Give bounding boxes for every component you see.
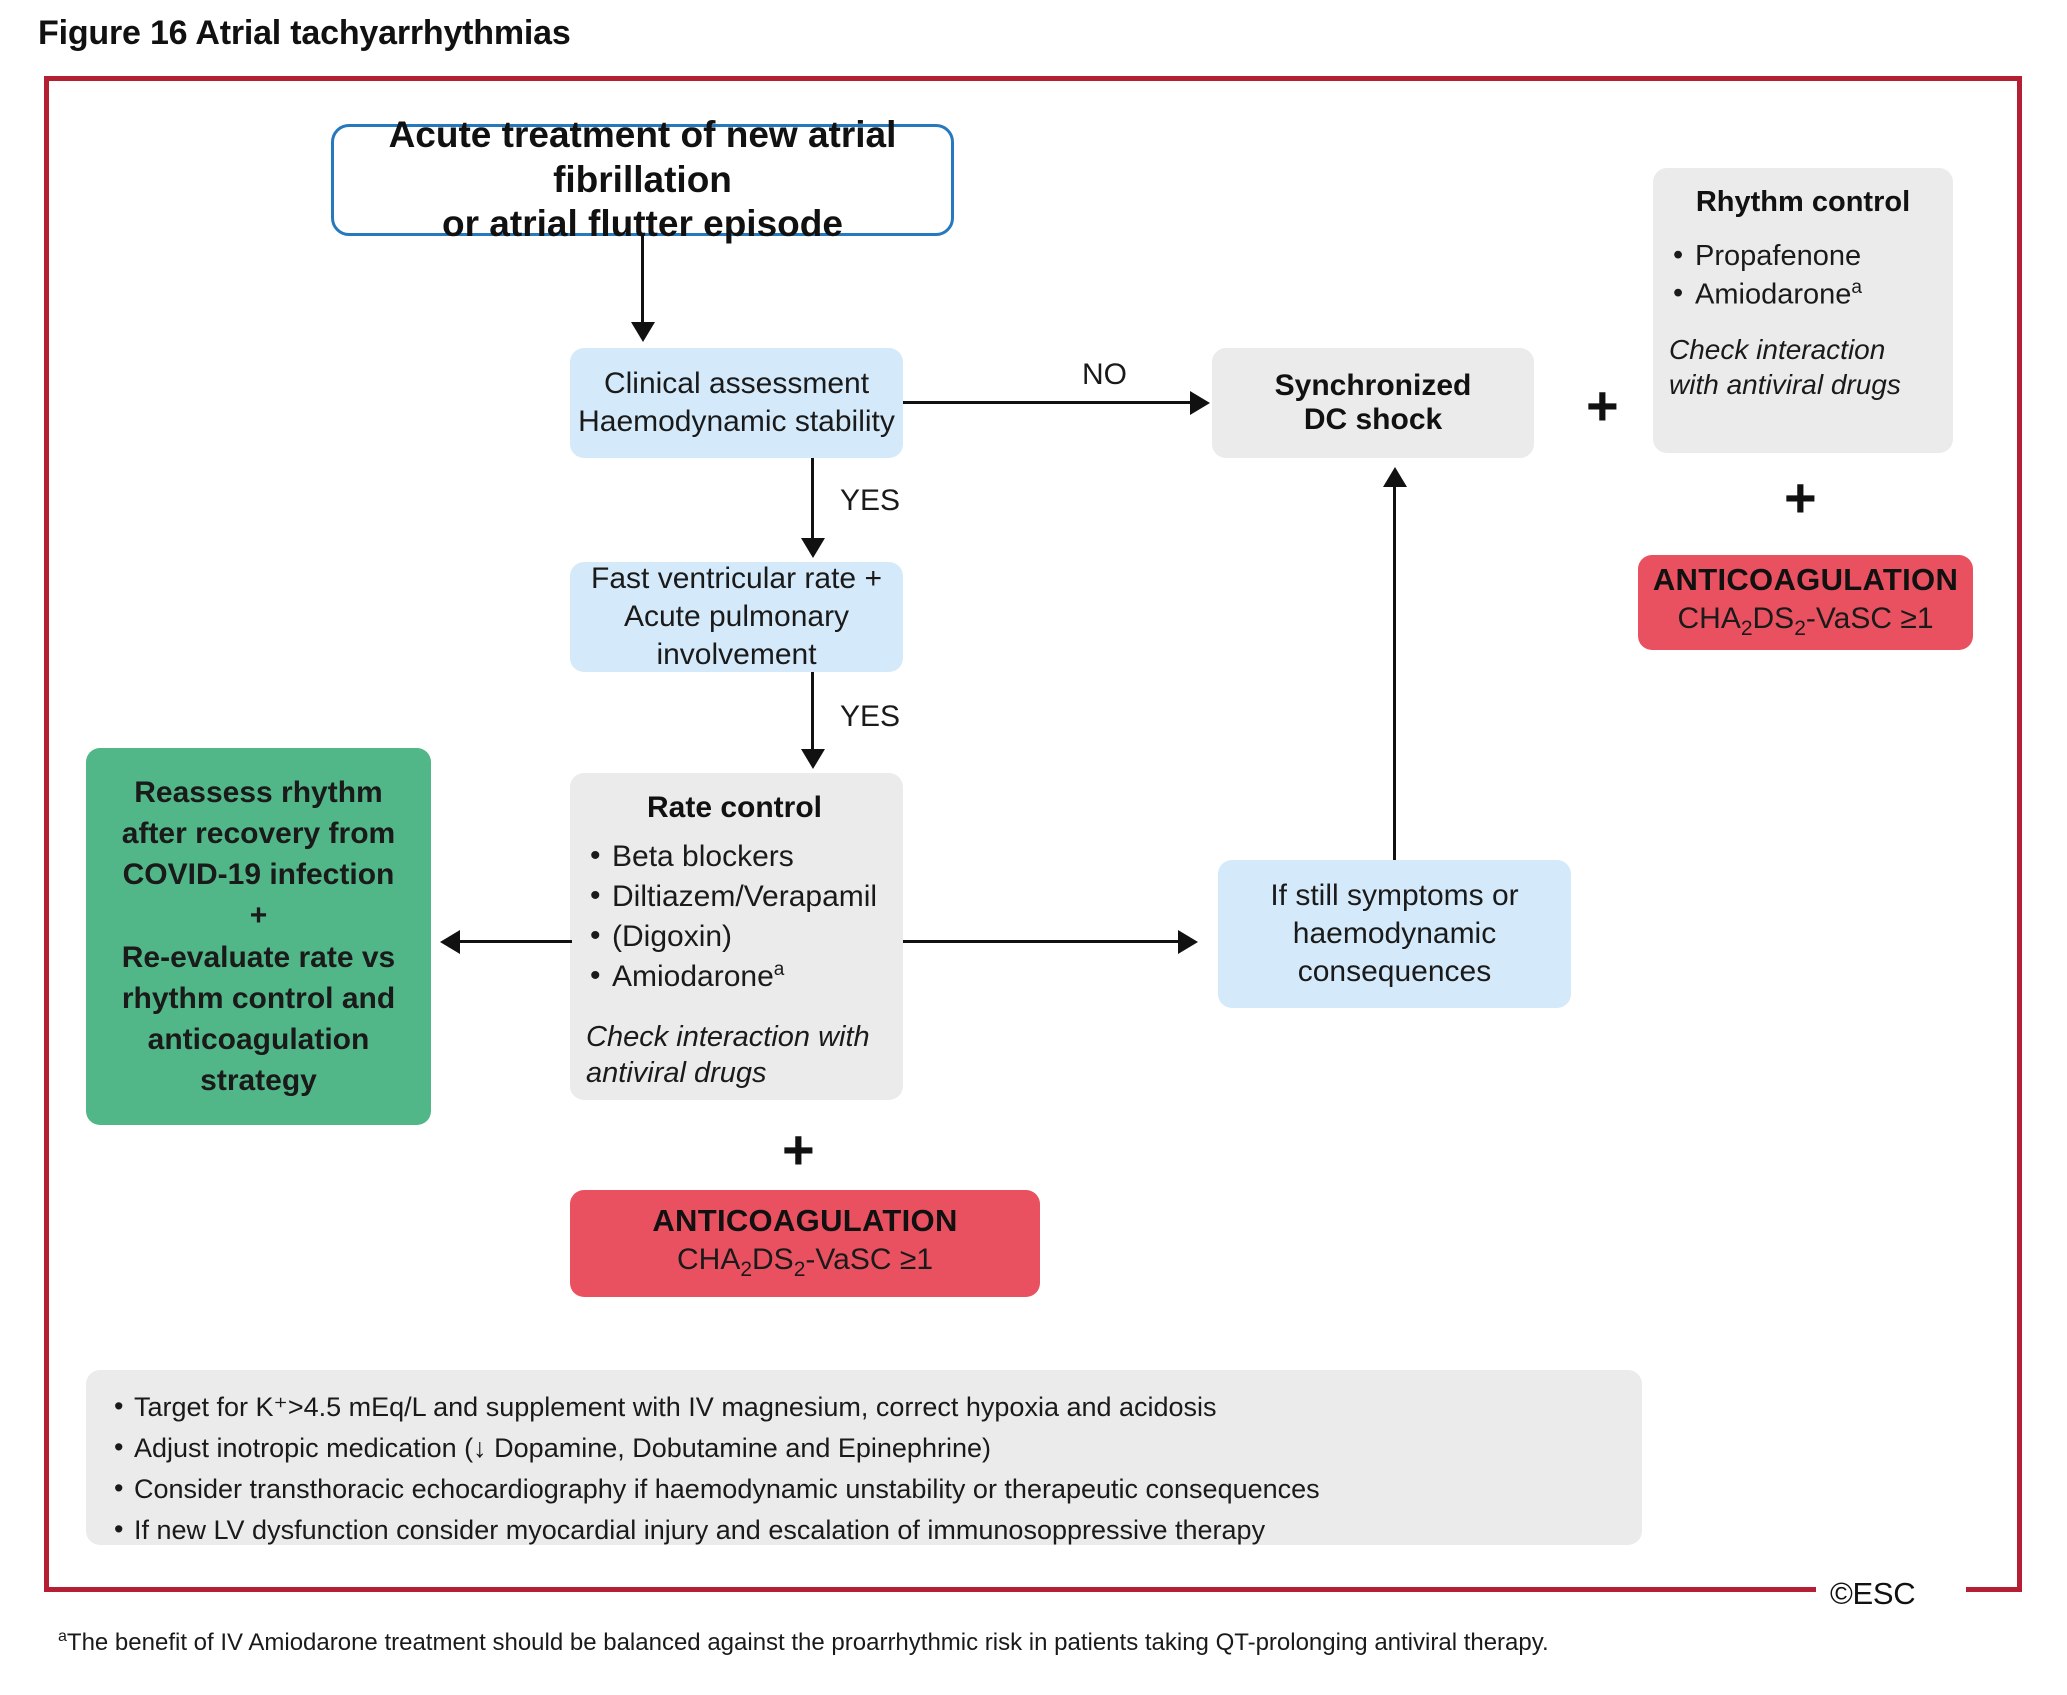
anticoag-bottom-header: ANTICOAGULATION: [652, 1203, 958, 1239]
anticoag-right-score-sub2: 2: [1794, 617, 1806, 641]
node-reassess-line3: COVID-19 infection: [122, 858, 395, 892]
notes-list: Target for K⁺>4.5 mEq/L and supplement w…: [112, 1386, 1616, 1551]
rate-bullet-3-text: Amiodarone: [612, 959, 774, 993]
list-item: Amiodaronea: [586, 956, 883, 997]
node-rhythm-control: Rhythm control Propafenone Amiodaronea C…: [1653, 168, 1953, 453]
footnote: aThe benefit of IV Amiodarone treatment …: [58, 1628, 1549, 1657]
list-item: Beta blockers: [586, 836, 883, 877]
node-fast-line1: Fast ventricular rate +: [591, 562, 882, 596]
node-reassess-line8: strategy: [200, 1063, 317, 1097]
anticoag-right-header: ANTICOAGULATION: [1652, 562, 1959, 598]
connector-clinical-to-dcshock: [903, 401, 1191, 404]
connector-ratecontrol-to-reassess: [458, 940, 572, 943]
copyright-esc: ©ESC: [1830, 1576, 1916, 1611]
arrowhead-clinical-to-fast: [801, 538, 825, 558]
node-reassess-line5: Re-evaluate rate vs: [121, 940, 396, 974]
list-item: Propafenone: [1669, 236, 1937, 275]
node-reassess-plus: +: [249, 899, 268, 933]
list-item: (Digoxin): [586, 916, 883, 957]
connector-clinical-to-fast: [811, 458, 814, 540]
node-start: Acute treatment of new atrial fibrillati…: [331, 114, 954, 244]
arrowhead-clinical-to-dcshock: [1190, 391, 1210, 415]
anticoag-right-score: CHA2DS2-VaSC ≥1: [1638, 600, 1973, 642]
node-dcshock-line2: DC shock: [1303, 403, 1443, 436]
list-item: Adjust inotropic medication (↓ Dopamine,…: [112, 1427, 1616, 1469]
list-item: Consider transthoracic echocardiography …: [112, 1468, 1616, 1510]
node-reassess-line1: Reassess rhythm: [134, 776, 383, 810]
node-symptoms-line2: haemodynamic: [1292, 917, 1497, 951]
esc-mark-gap: [1816, 1574, 1966, 1610]
arrowhead-ratecontrol-to-symptoms: [1178, 930, 1198, 954]
node-start-line1: Acute treatment of new atrial fibrillati…: [388, 114, 897, 200]
page-title: Figure 16 Atrial tachyarrhythmias: [38, 14, 571, 52]
node-clinical-assessment: Clinical assessment Haemodynamic stabili…: [570, 348, 903, 458]
rate-bullet-1-text: Diltiazem/Verapamil: [612, 879, 878, 913]
list-item: Amiodaronea: [1669, 274, 1937, 314]
list-item: Target for K⁺>4.5 mEq/L and supplement w…: [112, 1386, 1616, 1428]
node-fast-line2: Acute pulmonary involvement: [623, 600, 850, 671]
rate-bullet-3-superscript: a: [773, 958, 785, 980]
anticoag-right-score-post: -VaSC ≥1: [1805, 602, 1934, 636]
rate-bullet-2-text: (Digoxin): [612, 919, 733, 953]
anticoag-bottom-score-sub2: 2: [793, 1258, 806, 1282]
node-anticoagulation-right: ANTICOAGULATION CHA2DS2-VaSC ≥1: [1638, 555, 1973, 650]
list-item: Diltiazem/Verapamil: [586, 876, 883, 917]
plus-icon-dcshock-rhythm: +: [1586, 374, 1619, 437]
node-anticoagulation-bottom: ANTICOAGULATION CHA2DS2-VaSC ≥1: [570, 1190, 1040, 1297]
node-dcshock-line1: Synchronized: [1274, 369, 1472, 402]
anticoag-right-score-mid: DS: [1752, 602, 1795, 636]
node-clinical-line2: Haemodynamic stability: [578, 405, 895, 438]
arrowhead-fast-to-ratecontrol: [801, 749, 825, 769]
node-clinical-line1: Clinical assessment: [603, 367, 870, 401]
rhythm-control-bullet-list: Propafenone Amiodaronea: [1669, 236, 1937, 314]
anticoag-bottom-score-sub1: 2: [740, 1258, 753, 1282]
arrowhead-symptoms-to-dcshock: [1383, 467, 1407, 487]
connector-start-to-clinical: [641, 236, 644, 324]
general-measures-notes-box: Target for K⁺>4.5 mEq/L and supplement w…: [86, 1370, 1642, 1550]
connector-symptoms-to-dcshock: [1393, 487, 1396, 860]
footnote-marker: a: [58, 1628, 67, 1645]
list-item: If new LV dysfunction consider myocardia…: [112, 1509, 1616, 1551]
node-rhythm-note: Check interaction with antiviral drugs: [1669, 334, 1901, 401]
anticoag-bottom-score-post: -VaSC ≥1: [805, 1243, 934, 1277]
plus-icon-ratecontrol-anticoag: +: [782, 1118, 815, 1181]
node-still-symptoms: If still symptoms or haemodynamic conseq…: [1218, 860, 1571, 1008]
connector-fast-to-ratecontrol: [811, 672, 814, 751]
node-dc-shock: Synchronized DC shock: [1212, 348, 1534, 458]
arrowhead-start-to-clinical: [631, 322, 655, 342]
node-reassess-line7: anticoagulation: [147, 1022, 370, 1056]
connector-ratecontrol-to-symptoms: [903, 940, 1179, 943]
node-fast-ventricular-rate: Fast ventricular rate + Acute pulmonary …: [570, 562, 903, 672]
edge-label-yes-1: YES: [840, 484, 901, 517]
node-reassess-line6: rhythm control and: [121, 981, 396, 1015]
anticoag-bottom-score: CHA2DS2-VaSC ≥1: [570, 1241, 1040, 1283]
node-reassess-line2: after recovery from: [121, 817, 396, 851]
rhythm-bullet-1-superscript: a: [1851, 277, 1862, 299]
anticoag-right-score-sub1: 2: [1740, 617, 1753, 641]
node-rhythm-header: Rhythm control: [1695, 186, 1911, 218]
node-rate-control: Rate control Beta blockers Diltiazem/Ver…: [570, 773, 903, 1100]
rate-control-bullet-list: Beta blockers Diltiazem/Verapamil (Digox…: [586, 836, 883, 997]
rhythm-bullet-1-text: Amiodarone: [1695, 278, 1852, 311]
plus-icon-rhythm-anticoag: +: [1784, 466, 1817, 529]
anticoag-bottom-score-mid: DS: [752, 1243, 794, 1277]
node-symptoms-line3: consequences: [1297, 954, 1492, 988]
edge-label-yes-2: YES: [840, 700, 901, 733]
anticoag-bottom-score-pre: CHA: [676, 1243, 741, 1277]
node-symptoms-line1: If still symptoms or: [1270, 879, 1519, 913]
rate-bullet-0-text: Beta blockers: [612, 840, 794, 873]
node-rate-header: Rate control: [646, 791, 823, 824]
node-rate-note: Check interaction with antiviral drugs: [586, 1020, 870, 1090]
arrowhead-ratecontrol-to-reassess: [440, 930, 460, 954]
rhythm-bullet-0-text: Propafenone: [1695, 240, 1862, 272]
anticoag-right-score-pre: CHA: [1677, 602, 1741, 636]
edge-label-no: NO: [1082, 358, 1127, 391]
node-reassess-rhythm: Reassess rhythm after recovery from COVI…: [86, 748, 431, 1125]
footnote-text: The benefit of IV Amiodarone treatment s…: [66, 1629, 1549, 1656]
